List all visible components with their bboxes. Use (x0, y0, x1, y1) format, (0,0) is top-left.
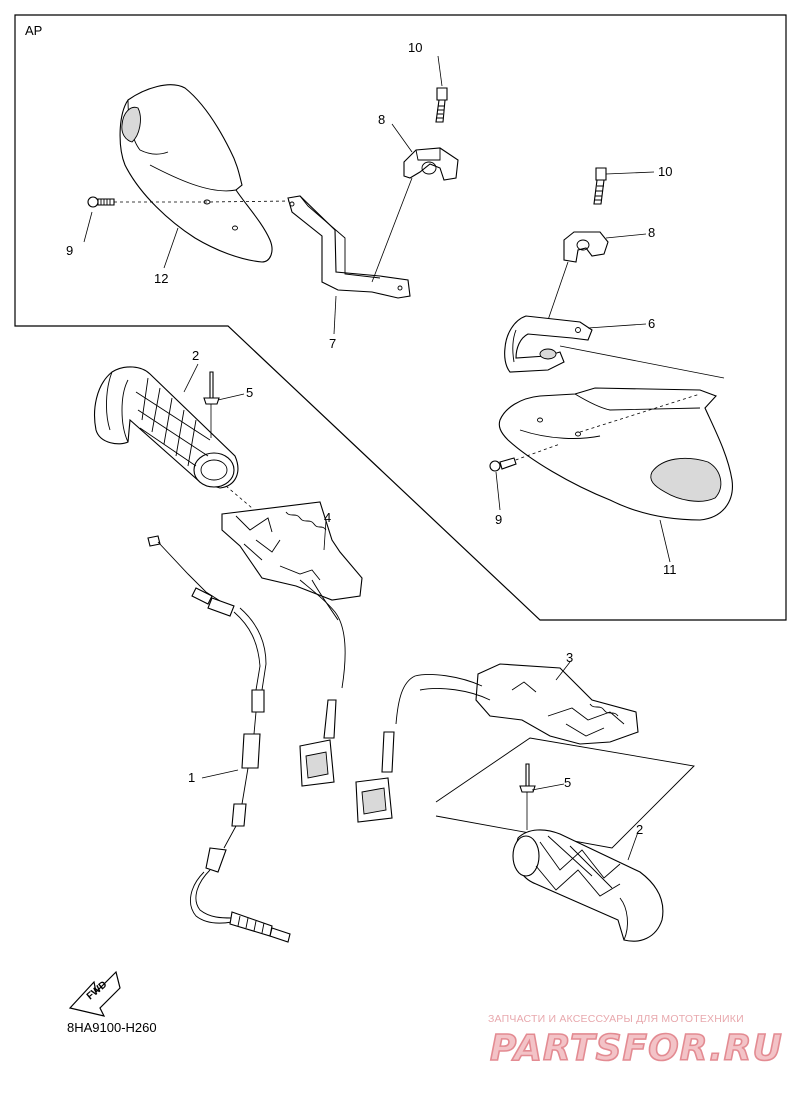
heater-wire-right (355, 674, 491, 823)
bracket-left-link (371, 177, 413, 283)
callout-7: 7 (329, 336, 336, 351)
hand-guard-right-dashline (579, 393, 701, 433)
heater-element-left (221, 501, 363, 601)
clamp-8-right (563, 231, 609, 263)
hand-guard-left (119, 84, 273, 263)
callout-4: 4 (324, 510, 331, 525)
callout-9-upper: 9 (66, 243, 73, 258)
fwd-arrow-icon: FWD (68, 970, 121, 1017)
rivet-5-upper (203, 371, 220, 438)
callout-1: 1 (188, 770, 195, 785)
callout-leaders (83, 55, 671, 861)
rivet-5-lower (519, 763, 536, 830)
bolt-9-right (489, 457, 517, 472)
callout-11: 11 (663, 562, 677, 577)
callout-2-upper: 2 (192, 348, 199, 363)
callout-2-lower: 2 (636, 822, 643, 837)
clamp-8-upper (403, 147, 459, 181)
bolt-9-right-dashline (509, 443, 561, 463)
clamp-8-right-link (547, 261, 569, 321)
heater-element-right (475, 663, 639, 745)
callout-3: 3 (566, 650, 573, 665)
grip-right (512, 829, 664, 942)
callout-6: 6 (648, 316, 655, 331)
bracket-right-link (559, 345, 725, 379)
kit-label: AP (25, 23, 42, 38)
drawing-code: 8HA9100-H260 (67, 1020, 157, 1035)
grip-left (94, 366, 239, 489)
grip-left-dashline (225, 485, 253, 509)
hand-guard-right (498, 387, 733, 521)
watermark-logo: PARTSFOR.RU (490, 1028, 783, 1069)
bolt-9-upper (87, 196, 115, 208)
bracket-right (504, 315, 593, 373)
callout-labels: 2 5 9 12 10 8 7 10 8 6 9 11 4 1 3 5 2 (66, 40, 677, 837)
callout-8-right: 8 (648, 225, 655, 240)
cable-assembly (147, 535, 291, 943)
callout-5-lower: 5 (564, 775, 571, 790)
bolt-9-upper-dashline (114, 200, 291, 203)
bracket-left (287, 195, 411, 299)
callout-12: 12 (154, 271, 168, 286)
callout-8-upper: 8 (378, 112, 385, 127)
callout-10-upper: 10 (408, 40, 422, 55)
callout-5-upper: 5 (246, 385, 253, 400)
bolt-10-upper (435, 87, 448, 123)
grip-right-boundary (435, 737, 695, 849)
bolt-10-right (593, 167, 607, 205)
heater-wire-left (299, 579, 346, 787)
watermark-caption: ЗАПЧАСТИ И АКСЕССУАРЫ ДЛЯ МОТОТЕХНИКИ (488, 1013, 744, 1025)
kit-outline (14, 14, 787, 621)
callout-10-right: 10 (658, 164, 672, 179)
callout-9-right: 9 (495, 512, 502, 527)
